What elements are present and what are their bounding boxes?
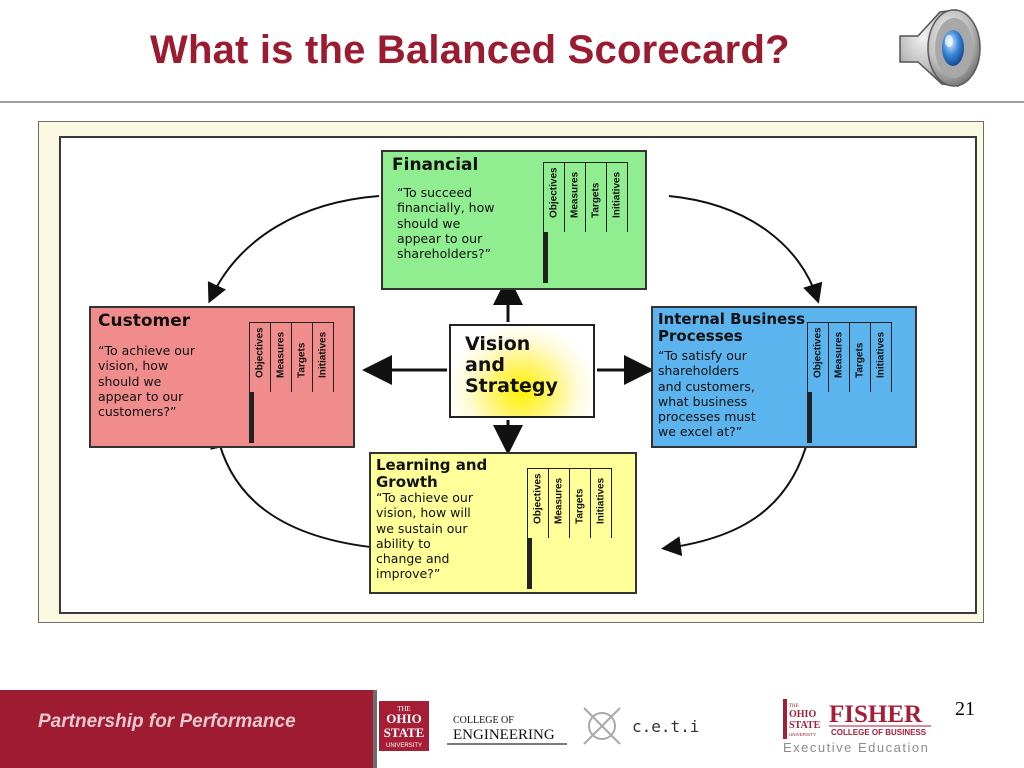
financial-title: Financial <box>392 155 479 175</box>
fisher-name: FISHER <box>829 701 923 728</box>
title-divider <box>0 101 1024 103</box>
customer-title: Customer <box>98 311 191 331</box>
fisher-osu-line1: THE <box>789 704 799 709</box>
fisher-osu-line3: STATE <box>789 720 821 731</box>
column-header: Objectives <box>812 327 824 378</box>
speaker-icon[interactable] <box>896 6 996 90</box>
diagram-frame: Financial “To succeed financially, how s… <box>38 121 984 623</box>
osu-logo-line2: OHIO <box>386 711 421 726</box>
connector-learning-customer <box>210 428 380 549</box>
column-header: Targets <box>590 182 602 218</box>
fisher-osu-line4: UNIVERSITY <box>789 732 816 737</box>
measures-grid <box>249 392 254 443</box>
footer-tagline: Partnership for Performance <box>38 711 296 732</box>
fisher-subtitle: COLLEGE OF BUSINESS <box>831 728 927 737</box>
footer-band <box>0 690 373 768</box>
internal-processes-title: Internal Business Processes <box>658 310 806 345</box>
financial-box: Financial “To succeed financially, how s… <box>381 150 647 290</box>
balanced-scorecard-diagram: Financial “To succeed financially, how s… <box>59 136 977 614</box>
coe-logo-line2: ENGINEERING <box>453 727 555 743</box>
learning-growth-box: Learning and Growth “To achieve our visi… <box>369 452 637 594</box>
learning-growth-title: Learning and Growth <box>376 456 488 491</box>
column-header: Initiatives <box>595 477 607 524</box>
financial-question: “To succeed financially, how should we a… <box>397 185 495 262</box>
internal-processes-question: “To satisfy our shareholders and custome… <box>658 348 756 440</box>
osu-logo-line1: THE <box>397 705 411 713</box>
column-header: Initiatives <box>875 331 887 378</box>
fisher-osu-line2: OHIO <box>789 709 816 720</box>
fisher-college-logo: THE OHIO STATE UNIVERSITY FISHER COLLEGE… <box>783 697 933 757</box>
fisher-exec-ed: Executive Education <box>783 740 929 755</box>
internal-processes-box: Internal Business Processes “To satisfy … <box>651 306 917 448</box>
column-header: Targets <box>854 342 866 378</box>
ceti-logo-text: c.e.t.i <box>632 717 699 736</box>
column-header: Targets <box>574 488 586 524</box>
column-header: Measures <box>275 331 287 378</box>
learning-growth-question: “To achieve our vision, how will we sust… <box>376 490 473 582</box>
measures-grid <box>527 538 532 589</box>
column-header: Objectives <box>254 327 266 378</box>
osu-logo-line4: UNIVERSITY <box>386 743 422 749</box>
column-header: Measures <box>833 331 845 378</box>
column-header: Targets <box>296 342 308 378</box>
footer-band-edge <box>373 690 377 768</box>
column-header: Initiatives <box>611 171 623 218</box>
column-header: Objectives <box>548 167 560 218</box>
column-header: Initiatives <box>317 331 329 378</box>
vision-strategy-label: Vision and Strategy <box>465 333 558 397</box>
page-number: 21 <box>955 698 975 720</box>
connector-internal-learning <box>661 435 810 557</box>
connector-financial-customer <box>207 195 380 304</box>
diagram-connectors <box>207 195 823 557</box>
ohio-state-logo: THE OHIO STATE UNIVERSITY <box>379 701 429 751</box>
osu-logo-line3: STATE <box>384 725 425 740</box>
coe-logo-line1: COLLEGE OF <box>453 715 514 726</box>
column-header: Measures <box>569 171 581 218</box>
column-header: Objectives <box>532 473 544 524</box>
connector-financial-internal <box>668 195 823 304</box>
slide-title: What is the Balanced Scorecard? <box>150 28 790 72</box>
column-header: Measures <box>553 477 565 524</box>
measures-grid <box>807 392 812 443</box>
customer-box: Customer “To achieve our vision, how sho… <box>89 306 355 448</box>
college-of-engineering-logo: COLLEGE OF ENGINEERING <box>447 711 573 747</box>
measures-grid <box>543 232 548 283</box>
vision-strategy-box: Vision and Strategy <box>449 324 595 418</box>
customer-question: “To achieve our vision, how should we ap… <box>98 343 195 420</box>
ceti-logo: c.e.t.i <box>582 704 712 748</box>
